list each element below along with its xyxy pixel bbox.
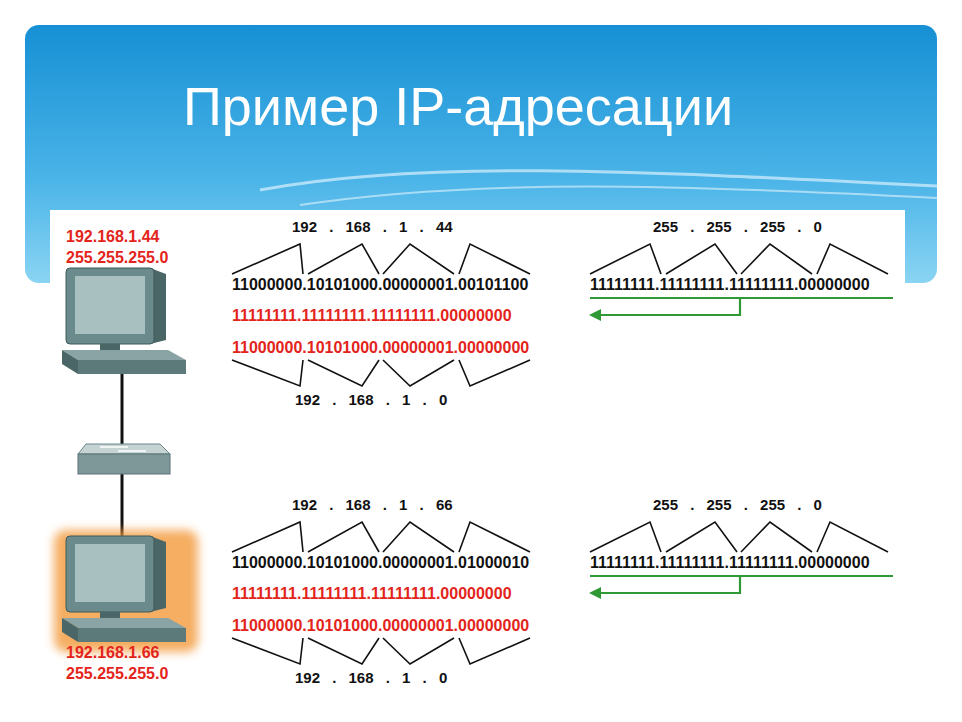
switch-top bbox=[78, 444, 170, 454]
arrow-head bbox=[589, 309, 601, 321]
decimal-address: 192 . 168 . 1 . 0 bbox=[295, 391, 447, 409]
octet-bracket bbox=[308, 638, 379, 664]
switch-arrow bbox=[118, 450, 146, 452]
computer-case-top bbox=[62, 350, 186, 360]
selection-glow bbox=[54, 530, 198, 652]
octet-bracket bbox=[817, 244, 888, 274]
ip-address-text: 255.255.255.0 bbox=[66, 247, 196, 268]
computer-case-front bbox=[78, 360, 186, 374]
octet-bracket bbox=[232, 244, 303, 274]
octet-bracket bbox=[459, 360, 530, 386]
ip-address-text: 255.255.255.0 bbox=[66, 663, 196, 684]
mask-copy-arrow bbox=[598, 298, 740, 315]
monitor-frame bbox=[66, 268, 154, 344]
computer-case-top bbox=[62, 618, 186, 628]
computer-case-front bbox=[78, 628, 186, 642]
monitor-neck bbox=[100, 612, 120, 618]
binary-address: 11000000.10101000.00000001.01000010 bbox=[232, 554, 529, 572]
octet-bracket bbox=[308, 522, 379, 552]
decimal-address: 192 . 168 . 1 . 44 bbox=[292, 218, 453, 236]
octet-bracket bbox=[232, 360, 303, 386]
monitor-neck bbox=[100, 344, 120, 350]
octet-bracket bbox=[308, 360, 379, 386]
arrow-head bbox=[589, 587, 601, 599]
decimal-address: 192 . 168 . 1 . 0 bbox=[295, 669, 447, 687]
binary-address: 11111111.11111111.11111111.00000000 bbox=[590, 276, 870, 294]
decimal-address: 192 . 168 . 1 . 66 bbox=[292, 496, 453, 514]
decimal-address: 255 . 255 . 255 . 0 bbox=[653, 496, 822, 514]
binary-address: 11000000.10101000.00000001.00000000 bbox=[232, 617, 529, 635]
computer-node: 192.168.1.66255.255.255.0 bbox=[66, 640, 196, 684]
binary-address: 11111111.11111111.11111111.00000000 bbox=[232, 585, 512, 603]
octet-bracket bbox=[232, 522, 303, 552]
octet-bracket bbox=[232, 638, 303, 664]
content-panel bbox=[50, 210, 905, 722]
monitor-frame bbox=[66, 536, 154, 612]
ip-address-text: 192.168.1.66 bbox=[66, 642, 196, 663]
network-cable bbox=[121, 474, 124, 536]
banner-wave bbox=[300, 187, 937, 206]
ip-address-text: 192.168.1.44 bbox=[66, 226, 196, 247]
mask-underline bbox=[590, 297, 893, 299]
binary-address: 11000000.10101000.00000001.00101100 bbox=[232, 276, 528, 294]
decimal-address: 255 . 255 . 255 . 0 bbox=[653, 218, 822, 236]
octet-bracket bbox=[590, 522, 661, 552]
octet-bracket bbox=[383, 638, 454, 664]
monitor-screen bbox=[75, 544, 145, 602]
octet-bracket bbox=[459, 522, 530, 552]
switch-front bbox=[78, 454, 170, 474]
octet-bracket bbox=[666, 244, 737, 274]
binary-address: 11111111.11111111.11111111.00000000 bbox=[590, 554, 870, 572]
octet-bracket bbox=[741, 522, 812, 552]
mask-copy-arrow bbox=[598, 576, 740, 593]
octet-bracket bbox=[383, 244, 454, 274]
slide-title: Пример IP-адресации bbox=[183, 76, 733, 136]
monitor-screen bbox=[75, 276, 145, 334]
computer-case-side bbox=[62, 350, 78, 374]
binary-address: 11000000.10101000.00000001.00000000 bbox=[232, 339, 529, 357]
octet-bracket bbox=[741, 244, 812, 274]
octet-bracket bbox=[459, 638, 530, 664]
octet-bracket bbox=[459, 244, 530, 274]
mask-underline bbox=[590, 575, 893, 577]
network-cable bbox=[121, 374, 124, 444]
computer-case-side bbox=[62, 618, 78, 642]
switch-arrow bbox=[100, 446, 128, 448]
octet-bracket bbox=[308, 244, 379, 274]
binary-address: 11111111.11111111.11111111.00000000 bbox=[232, 307, 512, 325]
octet-bracket bbox=[590, 244, 661, 274]
octet-bracket bbox=[817, 522, 888, 552]
octet-bracket bbox=[383, 360, 454, 386]
octet-bracket bbox=[383, 522, 454, 552]
computer-node: 192.168.1.44255.255.255.0 bbox=[66, 226, 196, 270]
octet-bracket bbox=[666, 522, 737, 552]
